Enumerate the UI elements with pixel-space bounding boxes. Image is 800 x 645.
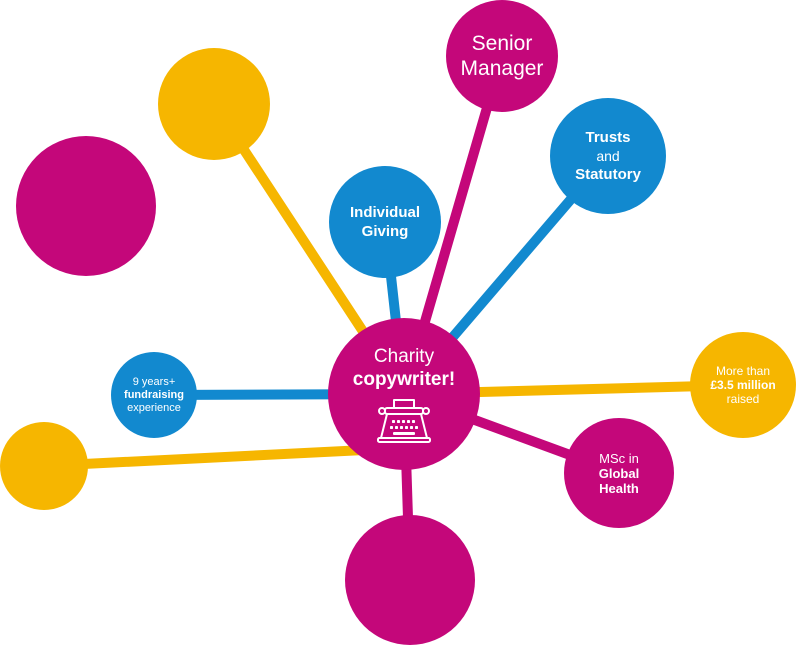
center-line1: Charity — [373, 345, 435, 367]
trusts-line2: and — [596, 148, 620, 164]
node-trusts-statutory: Trusts and Statutory — [550, 98, 666, 214]
fundraising-line3: experience — [127, 401, 181, 414]
msc-line1: MSc in — [599, 450, 639, 466]
individual-giving-line2: Giving — [361, 223, 409, 240]
pink-circle-bottom — [345, 515, 475, 645]
individual-giving-line1: Individual — [349, 204, 420, 221]
node-money-raised: More than £3.5 million raised — [690, 332, 796, 438]
senior-manager-line2: Manager — [460, 57, 544, 80]
node-senior-manager: Senior Manager — [446, 0, 558, 112]
money-line2: £3.5 million — [710, 378, 776, 392]
yellow-circle-left — [0, 422, 88, 510]
money-line1: More than — [715, 364, 771, 378]
node-msc-global-health: MSc in Global Health — [564, 418, 674, 528]
node-individual-giving: Individual Giving — [329, 166, 441, 278]
node-fundraising-experience: 9 years+ fundraising experience — [111, 352, 197, 438]
trusts-line1: Trusts — [585, 129, 631, 146]
msc-line2: Global — [598, 465, 640, 481]
typewriter-icon — [377, 398, 431, 443]
center-line2: copywriter! — [352, 368, 456, 390]
connector-yellow-left — [39, 443, 409, 471]
msc-line3: Health — [599, 480, 639, 496]
senior-manager-line1: Senior — [471, 32, 533, 55]
pink-circle-left — [16, 136, 156, 276]
fundraising-line2: fundraising — [124, 388, 184, 401]
trusts-line3: Statutory — [575, 166, 641, 183]
node-charity-copywriter: Charity copywriter! — [328, 318, 480, 470]
fundraising-line1: 9 years+ — [132, 375, 176, 388]
money-line3: raised — [726, 392, 760, 406]
yellow-circle-top-left — [158, 48, 270, 160]
